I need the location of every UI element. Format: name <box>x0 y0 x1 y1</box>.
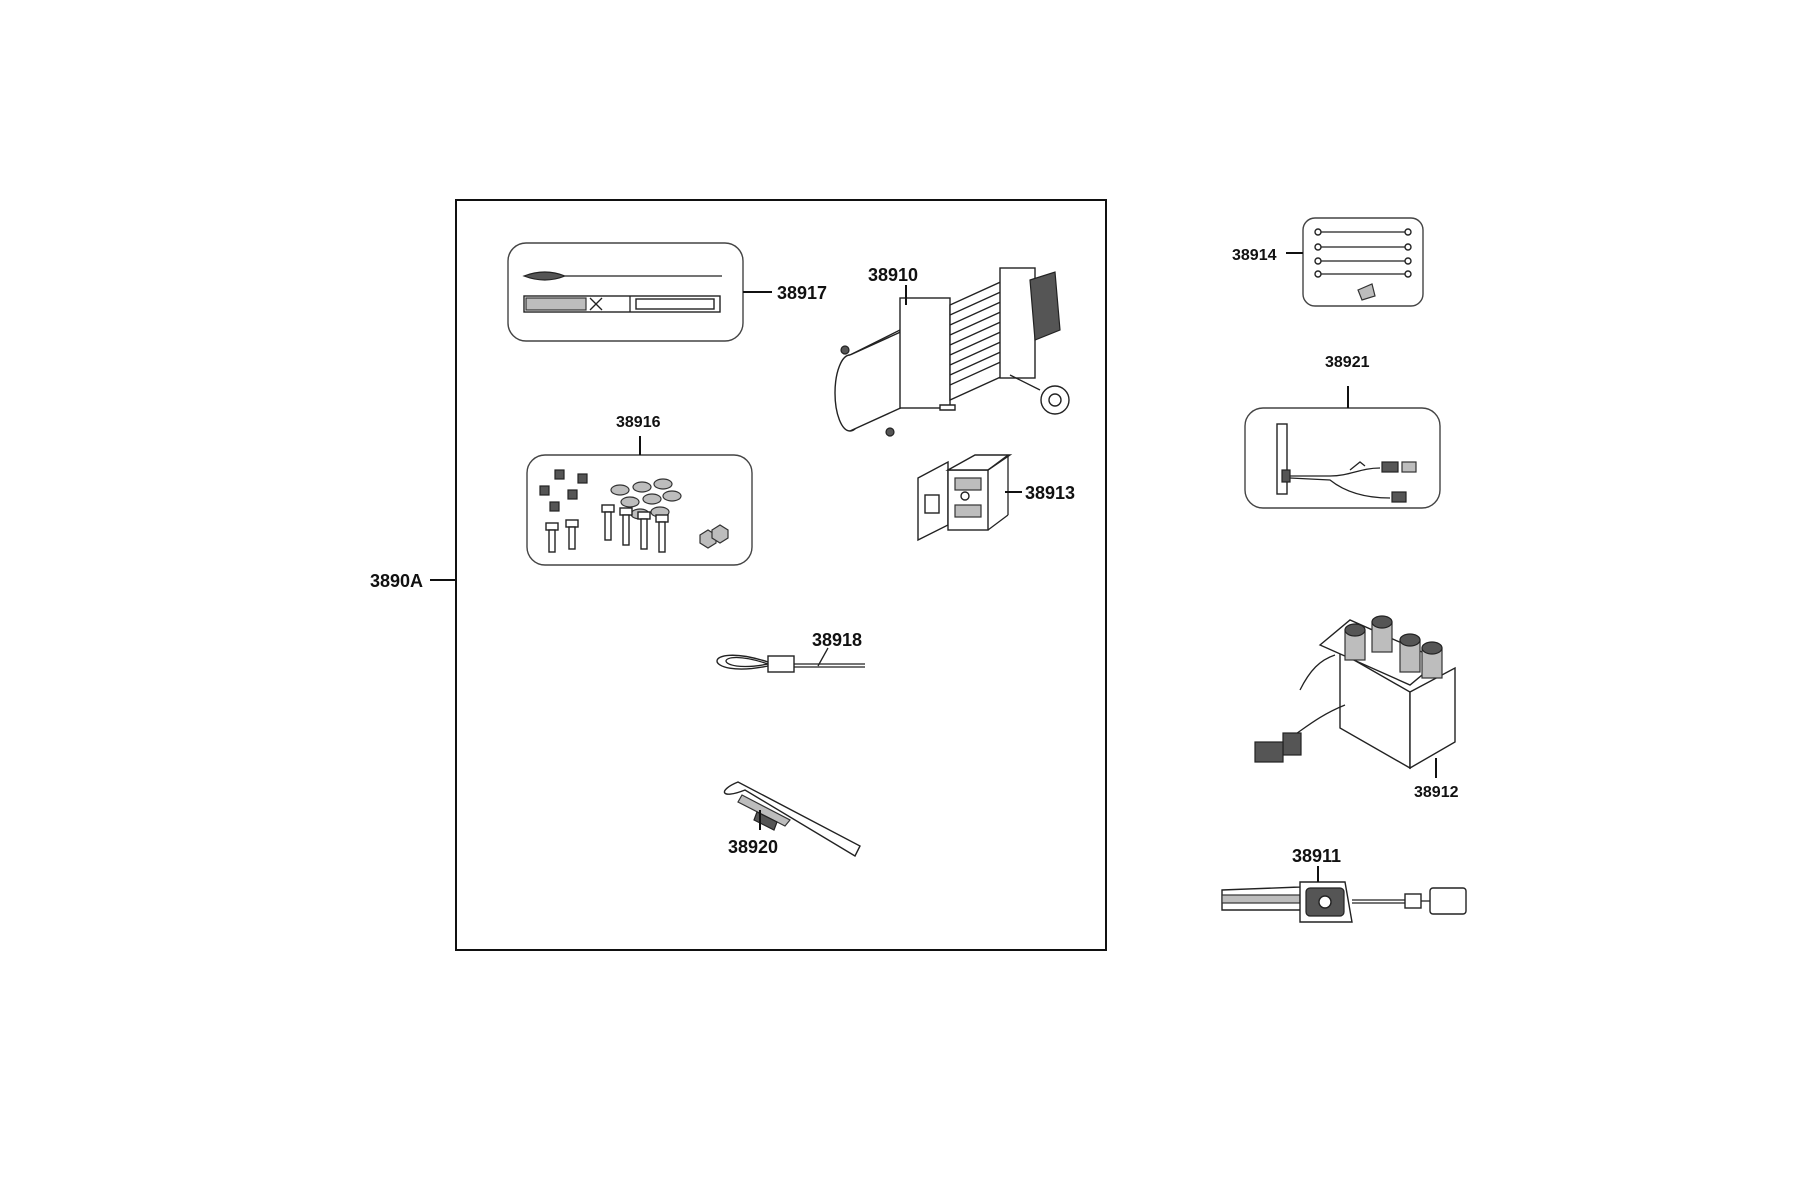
label-38910: 38910 <box>868 265 918 285</box>
label-38914: 38914 <box>1232 247 1277 264</box>
label-3890A: 3890A <box>370 571 423 591</box>
winch-part <box>834 267 1070 437</box>
label-38920: 38920 <box>728 837 778 857</box>
harness-part <box>1244 407 1441 509</box>
kit-frame <box>455 199 1107 951</box>
label-38911: 38911 <box>1292 846 1341 866</box>
remote-part <box>1221 881 1467 923</box>
label-38918: 38918 <box>812 630 862 650</box>
solenoid-part <box>1254 615 1456 770</box>
label-38921: 38921 <box>1325 354 1370 371</box>
cables-part <box>1302 217 1424 307</box>
label-sheet-part <box>507 242 744 342</box>
hook-part <box>716 654 865 673</box>
fairlead-part <box>917 454 1013 542</box>
hook-leader <box>817 647 829 667</box>
label-38916: 38916 <box>616 414 661 431</box>
strap-part <box>723 781 861 857</box>
hardware-part <box>526 454 753 566</box>
label-38912: 38912 <box>1414 784 1459 801</box>
label-38913: 38913 <box>1025 483 1075 503</box>
label-38917: 38917 <box>777 283 827 303</box>
